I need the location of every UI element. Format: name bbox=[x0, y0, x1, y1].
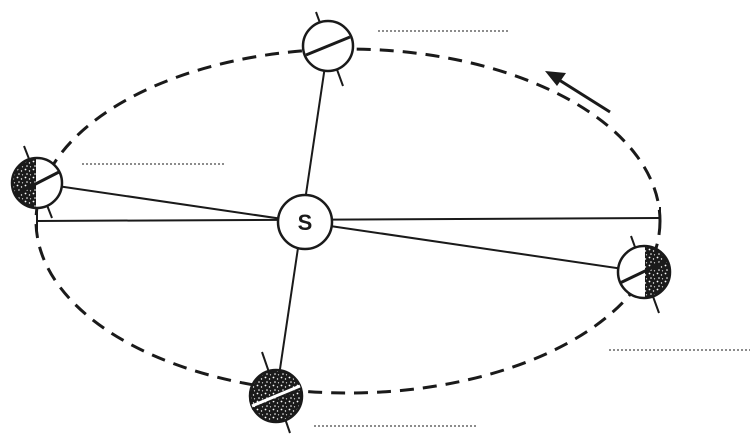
orbit-direction-arrow-icon bbox=[545, 71, 611, 114]
earth-top bbox=[301, 11, 355, 87]
earth-bottom bbox=[248, 351, 304, 434]
earth-right bbox=[616, 235, 672, 314]
line-left-to-right-earth bbox=[36, 182, 645, 273]
sun-label: S bbox=[298, 210, 313, 235]
major-axis-line bbox=[36, 217, 661, 222]
earth-left bbox=[10, 145, 64, 219]
sun: S bbox=[276, 193, 334, 251]
